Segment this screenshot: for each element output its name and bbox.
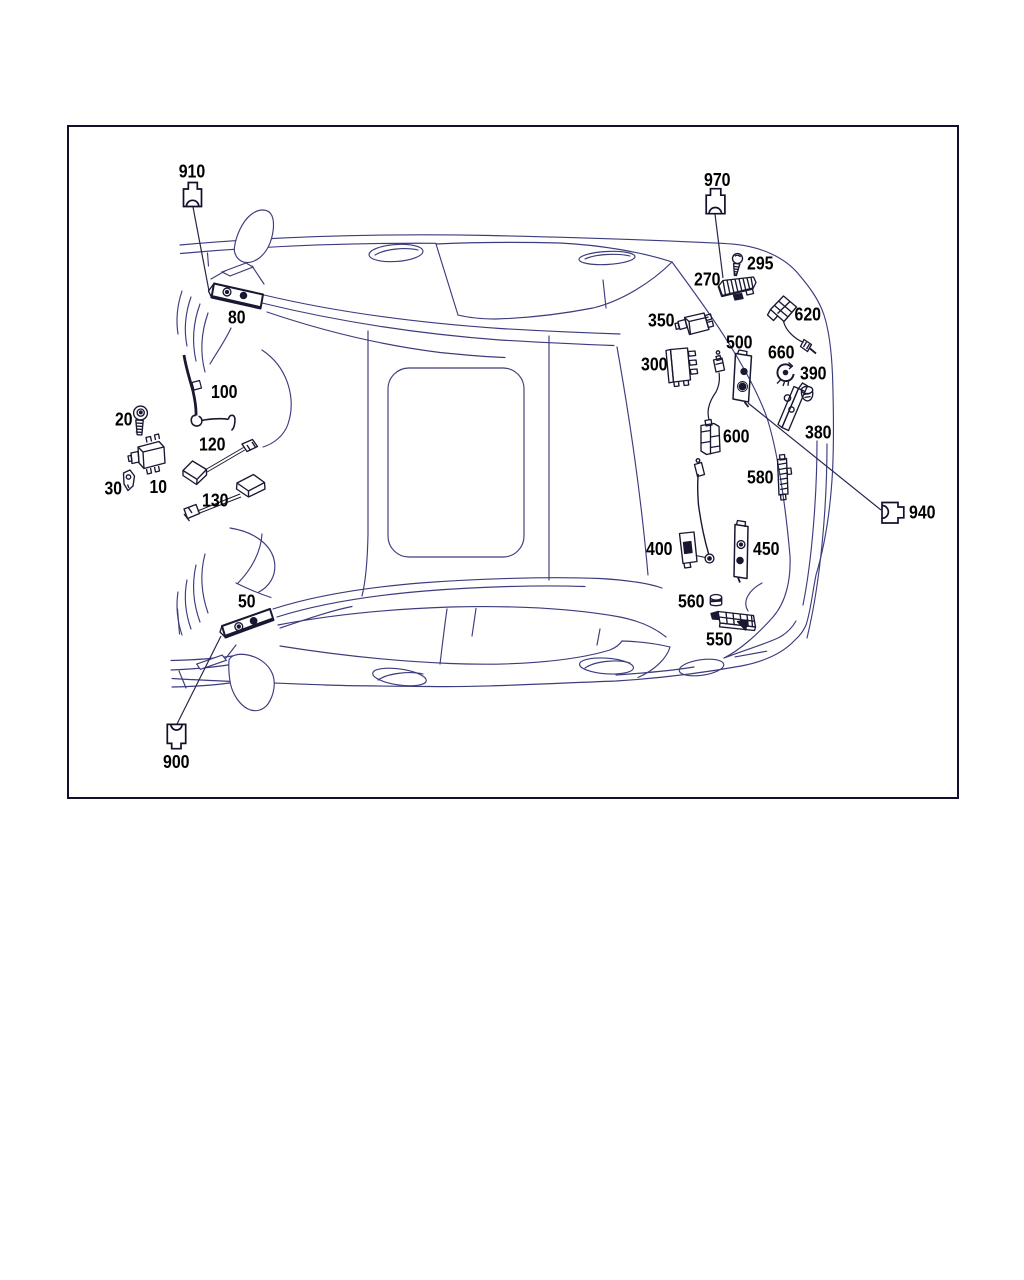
svg-text:660: 660: [768, 342, 795, 363]
svg-text:100: 100: [211, 381, 238, 402]
svg-text:20: 20: [115, 409, 133, 430]
svg-text:500: 500: [726, 332, 753, 353]
svg-text:295: 295: [747, 253, 774, 274]
svg-text:270: 270: [694, 269, 721, 290]
svg-text:910: 910: [179, 161, 206, 182]
svg-text:350: 350: [648, 310, 675, 331]
svg-text:120: 120: [199, 434, 226, 455]
svg-text:30: 30: [105, 478, 123, 499]
svg-text:620: 620: [795, 304, 822, 325]
svg-text:390: 390: [800, 363, 827, 384]
svg-text:560: 560: [678, 591, 705, 612]
svg-text:450: 450: [753, 538, 780, 559]
svg-text:550: 550: [706, 629, 733, 650]
svg-text:400: 400: [646, 538, 673, 559]
svg-text:300: 300: [641, 354, 668, 375]
svg-text:50: 50: [238, 591, 256, 612]
svg-text:80: 80: [228, 307, 246, 328]
svg-text:380: 380: [805, 422, 832, 443]
svg-text:970: 970: [704, 169, 731, 190]
svg-text:10: 10: [150, 476, 168, 497]
svg-text:600: 600: [723, 426, 750, 447]
svg-text:130: 130: [202, 490, 229, 511]
svg-text:580: 580: [747, 467, 774, 488]
svg-text:940: 940: [909, 502, 936, 523]
svg-text:900: 900: [163, 751, 190, 772]
